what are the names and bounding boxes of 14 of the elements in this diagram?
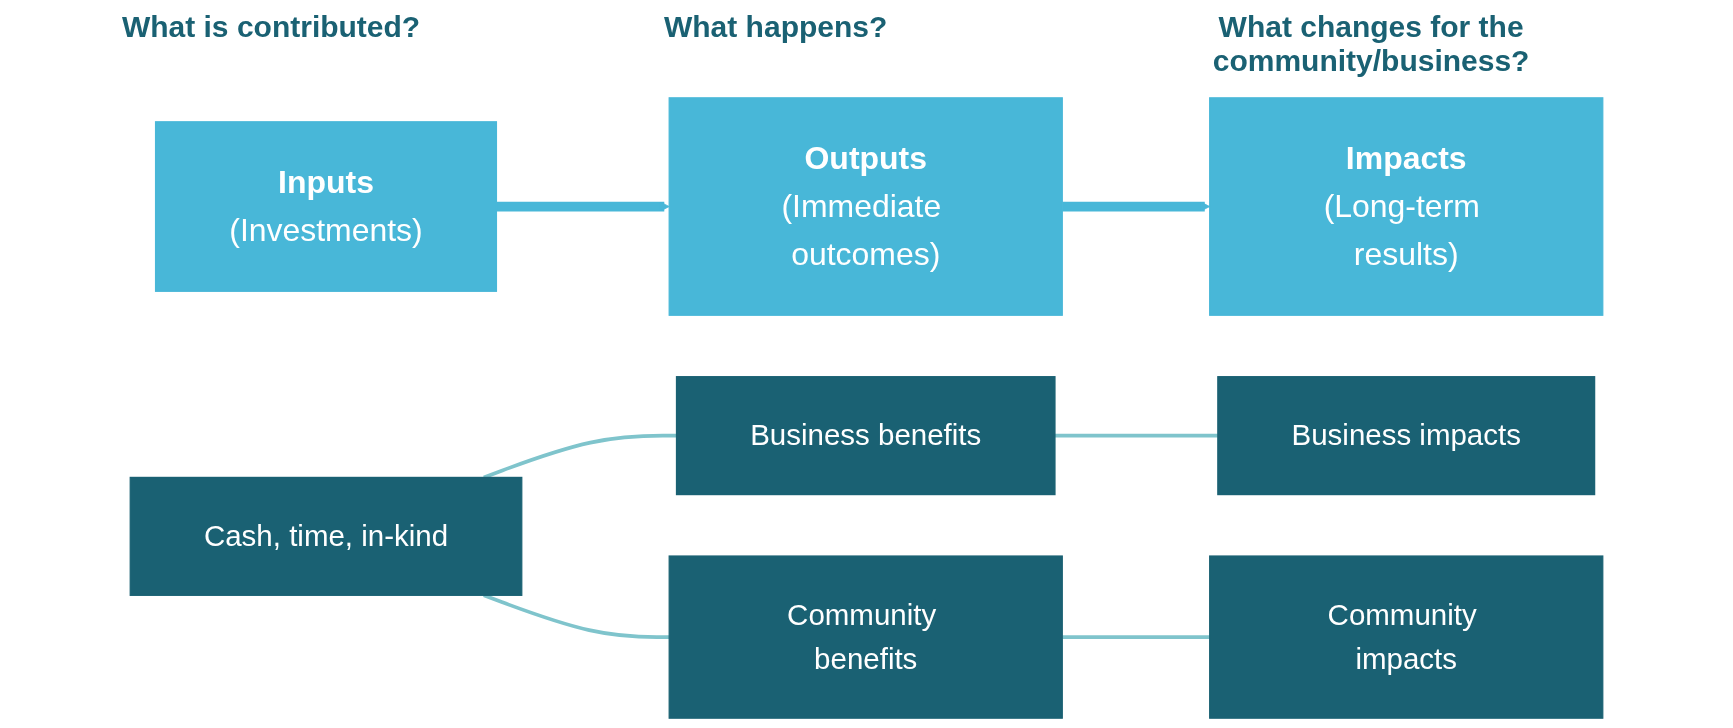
node-box: Inputs (Investments)	[154, 121, 498, 292]
node-box: Business benefits	[675, 376, 1056, 496]
arrow	[496, 201, 670, 212]
node-box: Cash, time, in-kind	[129, 476, 523, 596]
column-heading: What is contributed?	[121, 10, 421, 45]
node-box: Community benefits	[668, 555, 1063, 719]
connector	[1062, 635, 1210, 639]
column-heading: What happens?	[663, 10, 888, 45]
node-box: Business impacts	[1217, 376, 1596, 496]
node-box: Community impacts	[1209, 555, 1604, 719]
column-heading: What changes for the community/business?	[1211, 10, 1531, 78]
node-box: Outputs (Immediate outcomes)	[668, 97, 1063, 316]
connector	[1054, 433, 1218, 438]
node-box: Impacts (Long-term results)	[1209, 97, 1604, 316]
